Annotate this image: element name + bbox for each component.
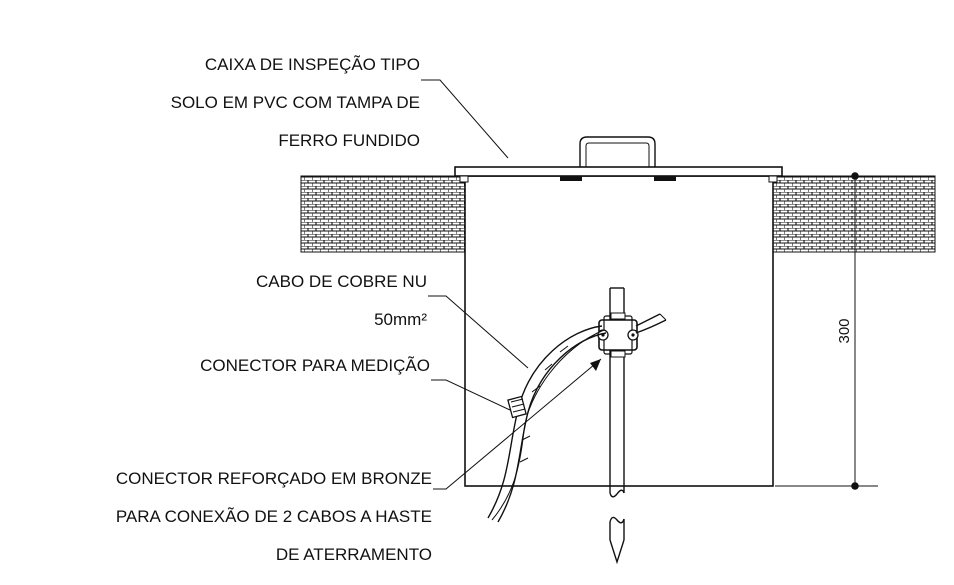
lid-handle-inner	[585, 142, 650, 167]
label-caixa-line1: CAIXA DE INSPEÇÃO TIPO	[205, 55, 420, 74]
height-dimension: 300	[775, 172, 878, 490]
label-conector-reforcado: CONECTOR REFORÇADO EM BRONZE PARA CONEXÃ…	[116, 469, 432, 564]
label-conector-medicao: CONECTOR PARA MEDIÇÃO	[200, 356, 430, 375]
label-reforcado-line3: DE ATERRAMENTO	[276, 545, 432, 564]
leader-caixa	[421, 79, 509, 159]
label-cabo-line2: 50mm²	[374, 310, 427, 329]
soil-left	[300, 175, 466, 253]
label-reforcado-line2: PARA CONEXÃO DE 2 CABOS A HASTE	[116, 507, 432, 526]
label-reforcado-line1: CONECTOR REFORÇADO EM BRONZE	[116, 469, 432, 488]
leader-reforcado-arrow	[590, 359, 601, 371]
label-caixa-line3: FERRO FUNDIDO	[278, 131, 420, 150]
soil-right	[772, 175, 936, 253]
lid-lug-left	[560, 176, 582, 181]
label-cabo-line1: CABO DE COBRE NU	[256, 272, 427, 291]
measuring-connector	[507, 395, 527, 419]
leader-reforcado	[433, 358, 602, 490]
label-caixa-line2: SOLO EM PVC COM TAMPA DE	[171, 93, 420, 112]
leader-cabo	[428, 295, 529, 369]
lid-lug-right	[654, 176, 676, 181]
box-lid	[454, 166, 783, 177]
label-cabo: CABO DE COBRE NU 50mm²	[256, 272, 427, 329]
bronze-connector	[597, 312, 639, 358]
lid-clip-left	[459, 175, 469, 183]
dimension-value: 300	[836, 318, 853, 343]
label-caixa: CAIXA DE INSPEÇÃO TIPO SOLO EM PVC COM T…	[171, 55, 420, 150]
leader-medicao	[431, 379, 511, 411]
lid-clip-right	[768, 175, 778, 183]
lid-handle	[579, 136, 656, 167]
